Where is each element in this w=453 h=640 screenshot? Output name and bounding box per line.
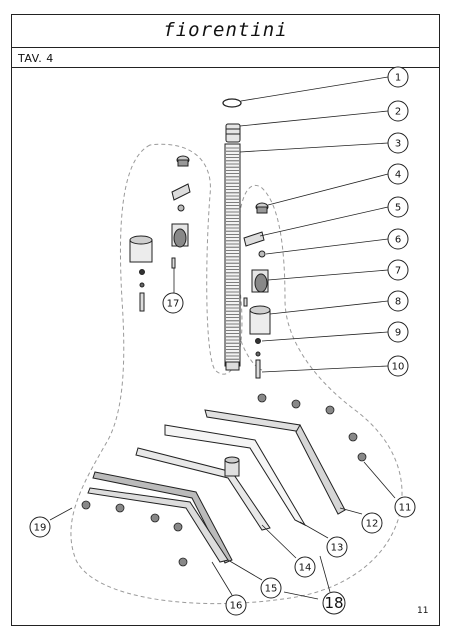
callout-4: 4 [387, 163, 409, 185]
callout-label: 19 [34, 523, 47, 534]
callout-1: 1 [387, 66, 409, 88]
callout-label: 15 [265, 584, 278, 595]
page-number: 11 [417, 606, 429, 616]
callout-label: 10 [392, 362, 405, 373]
table-label: TAV. 4 [18, 52, 54, 65]
callout-19: 19 [29, 516, 51, 538]
callout-label: 14 [299, 563, 312, 574]
callout-17: 17 [162, 292, 184, 314]
callout-5: 5 [387, 196, 409, 218]
callout-13: 13 [326, 536, 348, 558]
callout-label: 9 [395, 328, 401, 339]
callout-label: 1 [395, 73, 401, 84]
o-ring [222, 98, 242, 108]
callout-label: 7 [395, 266, 401, 277]
callout-12: 12 [361, 512, 383, 534]
page-frame [11, 14, 440, 626]
callout-label: 6 [395, 235, 401, 246]
callout-6: 6 [387, 228, 409, 250]
callout-15: 15 [260, 577, 282, 599]
callout-7: 7 [387, 259, 409, 281]
right-caster-assembly [243, 202, 271, 379]
callout-9: 9 [387, 321, 409, 343]
callout-label: 12 [366, 519, 379, 530]
callout-18: 18 [322, 591, 346, 615]
callout-label: 4 [395, 170, 401, 181]
callout-label: 5 [395, 203, 401, 214]
callout-2: 2 [387, 100, 409, 122]
callout-label: 13 [331, 543, 344, 554]
callout-label: 18 [324, 594, 343, 612]
base-frame-profiles [87, 409, 346, 564]
loose-fittings [81, 393, 367, 567]
callout-10: 10 [387, 355, 409, 377]
left-caster-assembly [129, 155, 191, 312]
header-divider [11, 67, 440, 68]
callout-3: 3 [387, 132, 409, 154]
callout-label: 2 [395, 107, 401, 118]
nozzle-fitting [225, 123, 241, 143]
callout-16: 16 [225, 594, 247, 616]
callout-label: 11 [399, 503, 412, 514]
callout-label: 16 [230, 601, 243, 612]
callout-label: 8 [395, 297, 401, 308]
callout-11: 11 [394, 496, 416, 518]
callout-14: 14 [294, 556, 316, 578]
callout-label: 3 [395, 139, 401, 150]
brand-logo: fiorentini [11, 14, 440, 48]
callout-leaders [49, 76, 396, 600]
flexible-hose [224, 143, 241, 371]
callout-8: 8 [387, 290, 409, 312]
assembly-outline [70, 143, 403, 605]
callout-label: 17 [167, 299, 180, 310]
